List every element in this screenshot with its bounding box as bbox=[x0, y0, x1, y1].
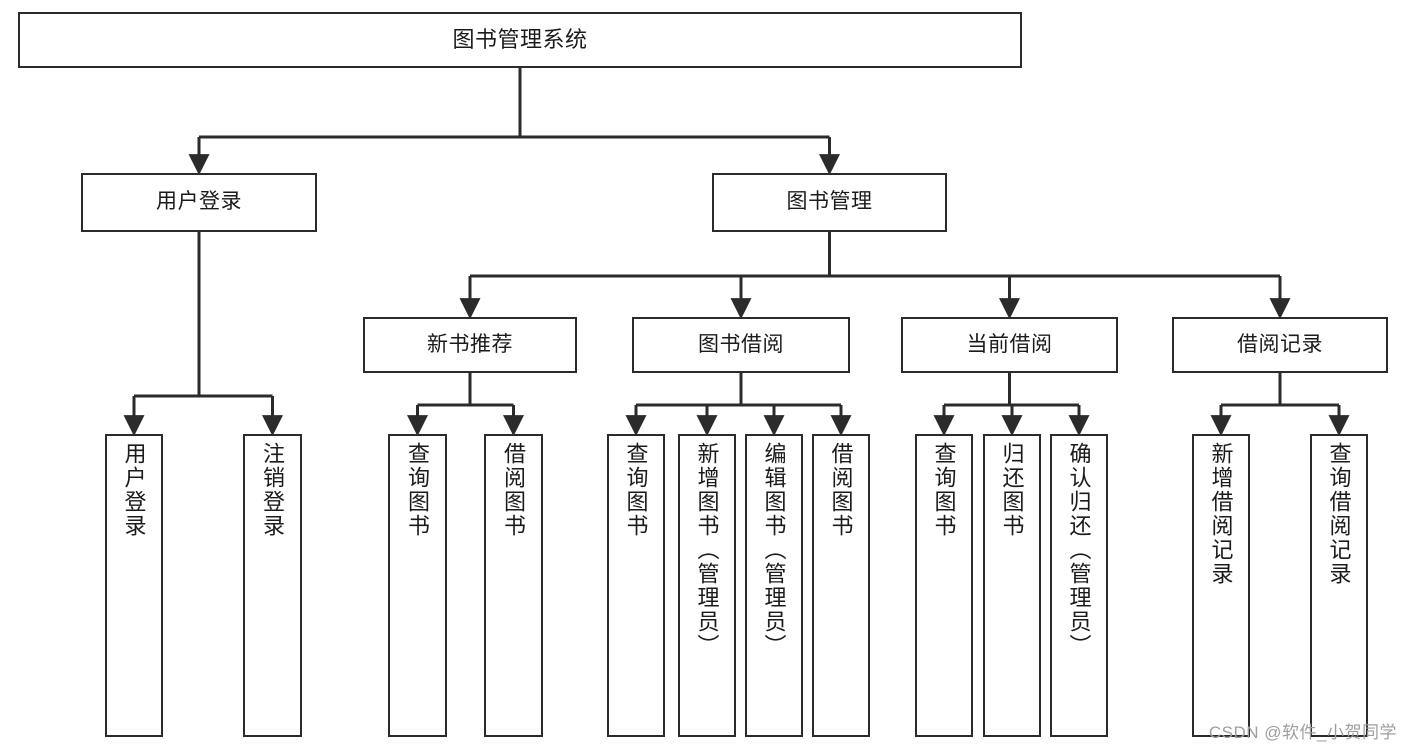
watermark-label: CSDN @软件_小贺同学 bbox=[1208, 723, 1397, 742]
node-label: 借阅图书 bbox=[828, 442, 854, 538]
node-records[interactable]: 借阅记录 bbox=[1172, 317, 1388, 373]
node-borrow[interactable]: 图书借阅 bbox=[632, 317, 850, 373]
node-leaf9[interactable]: 查询图书 bbox=[915, 434, 973, 737]
node-leaf12[interactable]: 新增借阅记录 bbox=[1192, 434, 1250, 737]
node-label: 注销登录 bbox=[260, 442, 286, 538]
node-leaf8[interactable]: 借阅图书 bbox=[812, 434, 870, 737]
node-label: 新书推荐 bbox=[427, 332, 513, 356]
node-leaf5[interactable]: 查询图书 bbox=[607, 434, 665, 737]
node-label: 新增借阅记录 bbox=[1208, 442, 1234, 586]
node-label: 确认归还（管理员） bbox=[1066, 442, 1092, 658]
node-label: 借阅图书 bbox=[501, 442, 527, 538]
node-leaf2[interactable]: 注销登录 bbox=[243, 434, 302, 737]
node-label: 当前借阅 bbox=[966, 332, 1053, 356]
node-label: 查询图书 bbox=[931, 442, 957, 538]
node-label: 借阅记录 bbox=[1237, 332, 1323, 356]
node-label: 用户登录 bbox=[156, 190, 242, 214]
node-leaf1[interactable]: 用户登录 bbox=[105, 434, 163, 737]
node-label: 用户登录 bbox=[121, 442, 147, 538]
node-newbook[interactable]: 新书推荐 bbox=[363, 317, 577, 373]
node-bookmgmt[interactable]: 图书管理 bbox=[712, 173, 947, 232]
node-leaf6[interactable]: 新增图书（管理员） bbox=[678, 434, 736, 737]
node-label: 编辑图书（管理员） bbox=[761, 442, 787, 658]
node-label: 新增图书（管理员） bbox=[694, 442, 720, 658]
node-leaf11[interactable]: 确认归还（管理员） bbox=[1050, 434, 1108, 737]
node-label: 归还图书 bbox=[999, 442, 1025, 538]
node-label: 查询借阅记录 bbox=[1326, 442, 1352, 586]
node-current[interactable]: 当前借阅 bbox=[901, 317, 1118, 373]
node-leaf7[interactable]: 编辑图书（管理员） bbox=[745, 434, 803, 737]
node-label: 图书管理系统 bbox=[452, 27, 588, 53]
node-root[interactable]: 图书管理系统 bbox=[18, 12, 1022, 68]
node-leaf10[interactable]: 归还图书 bbox=[983, 434, 1041, 737]
node-login[interactable]: 用户登录 bbox=[81, 173, 317, 232]
node-label: 图书管理 bbox=[786, 190, 873, 214]
node-leaf3[interactable]: 查询图书 bbox=[388, 434, 447, 737]
node-label: 查询图书 bbox=[623, 442, 649, 538]
node-leaf13[interactable]: 查询借阅记录 bbox=[1310, 434, 1368, 737]
node-label: 查询图书 bbox=[405, 442, 431, 538]
node-label: 图书借阅 bbox=[698, 332, 784, 356]
node-leaf4[interactable]: 借阅图书 bbox=[484, 434, 543, 737]
